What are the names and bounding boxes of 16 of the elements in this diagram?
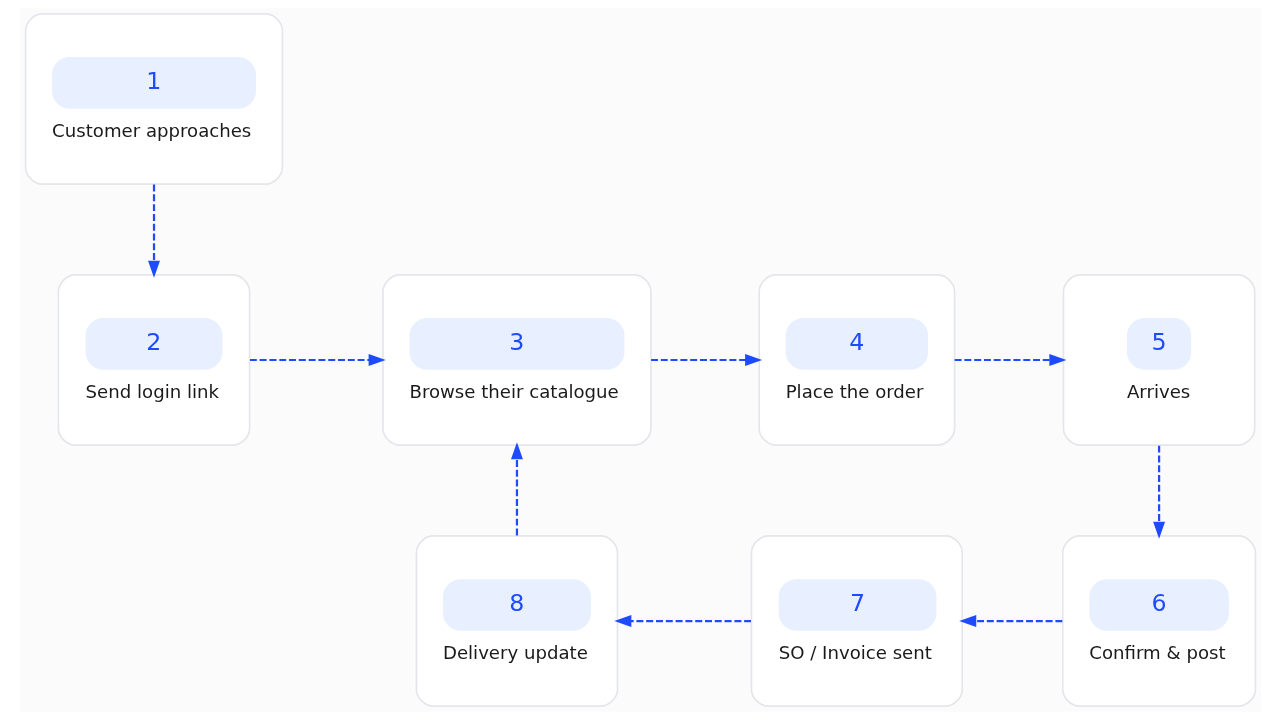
node-box: 5 Arrives xyxy=(1062,274,1256,446)
arrow xyxy=(249,354,386,366)
node-box: 7 SO / Invoice sent xyxy=(750,535,963,708)
node-box: 4 Place the order xyxy=(757,274,955,446)
node-box: 2 Send login link xyxy=(57,274,250,446)
arrow xyxy=(510,442,523,536)
node-box: 3 Browse their catalogue xyxy=(381,274,652,446)
node-box: 1 Customer approaches xyxy=(24,12,283,185)
arrow xyxy=(613,615,751,627)
arrow xyxy=(958,615,1062,627)
node-box: 8 Delivery update xyxy=(415,535,618,708)
arrow xyxy=(147,184,160,278)
arrow xyxy=(954,354,1066,366)
node-box: 6 Confirm & post xyxy=(1061,535,1256,708)
arrow xyxy=(1152,445,1165,539)
arrow xyxy=(650,354,762,366)
